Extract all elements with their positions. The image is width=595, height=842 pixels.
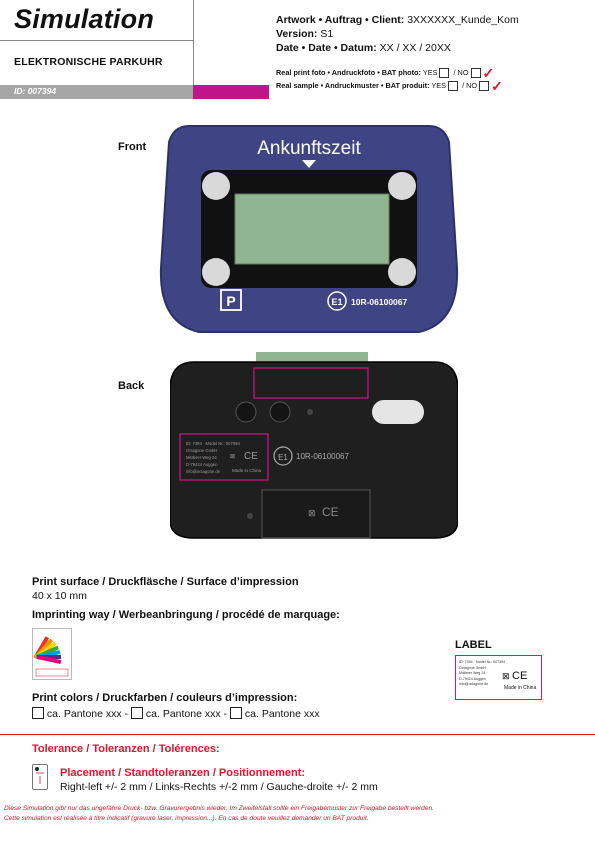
pantone-list: ca. Pantone xxx - ca. Pantone xxx - ca. … bbox=[32, 707, 320, 720]
artwork-row: Artwork • Auftrag • Client: 3XXXXXX_Kund… bbox=[276, 14, 519, 26]
print-surface-heading: Print surface / Druckfläsche / Surface d… bbox=[32, 576, 299, 588]
back-label-line: Octagone GmbH bbox=[186, 448, 217, 453]
sample-yes-checkbox[interactable] bbox=[448, 81, 459, 92]
front-device-image: Ankunftszeit P E1 10R-06100067 bbox=[159, 125, 459, 333]
label-made-in: Made in China bbox=[504, 685, 537, 691]
arrow-down-icon bbox=[302, 160, 316, 168]
date-value: XX / XX / 20XX bbox=[379, 42, 451, 54]
label-line: info@octagone.de bbox=[459, 682, 489, 686]
back-label-line: D-79424 Auggen bbox=[186, 462, 218, 467]
placement-value: Right-left +/- 2 mm / Links-Rechts +/-2 … bbox=[60, 781, 378, 793]
e1-mark-icon bbox=[273, 446, 293, 466]
photo-no-checkbox[interactable] bbox=[470, 68, 481, 79]
weee-bin-icon: ⊠ bbox=[308, 508, 316, 518]
sample-row: Real sample • Andruckmuster • BAT produi… bbox=[276, 78, 503, 95]
label-preview: ID: 7394 · Model Nr.: 007394 Octagone Gm… bbox=[455, 655, 542, 700]
approval-code: 10R-06100067 bbox=[351, 297, 408, 307]
date-row: Date • Date • Datum: XX / XX / 20XX bbox=[276, 42, 451, 54]
tolerance-heading: Tolerance / Toleranzen / Tolérences: bbox=[32, 743, 220, 755]
disclaimer-german: Diese Simulation gibt nur das ungefähre … bbox=[4, 805, 435, 812]
print-colors-heading: Print colors / Druckfarben / couleurs d’… bbox=[32, 692, 298, 704]
pantone-item: ca. Pantone xxx bbox=[46, 708, 122, 720]
back-approval-code: 10R-06100067 bbox=[296, 452, 349, 461]
lcd-screen bbox=[234, 193, 390, 265]
label-line: Mittlerer Weg 24 bbox=[459, 671, 486, 675]
back-label-line: Mittlerer Weg 24 bbox=[186, 455, 217, 460]
id-bar bbox=[0, 85, 193, 99]
back-ce-mark: CE bbox=[244, 451, 258, 462]
label-line: ID: 7394 · Model Nr.: 007394 bbox=[459, 660, 506, 664]
header-divider bbox=[0, 40, 193, 41]
date-label: Date • Date • Datum: bbox=[276, 42, 377, 54]
imprinting-heading: Imprinting way / Werbeanbringung / procé… bbox=[32, 609, 340, 621]
sample-label: Real sample • Andruckmuster • BAT produi… bbox=[276, 81, 430, 90]
pantone-checkbox[interactable] bbox=[130, 707, 143, 719]
front-title: Ankunftszeit bbox=[257, 138, 361, 159]
back-label: Back bbox=[118, 380, 145, 392]
artwork-value: 3XXXXXX_Kunde_Kom bbox=[407, 14, 519, 26]
version-row: Version: S1 bbox=[276, 28, 333, 40]
product-id: ID: 007394 bbox=[14, 86, 57, 96]
tolerance-divider bbox=[0, 734, 595, 735]
artwork-label: Artwork • Auftrag • Client: bbox=[276, 14, 405, 26]
label-ce-mark: CE bbox=[512, 670, 528, 682]
parking-icon bbox=[220, 289, 242, 311]
back-approval-mark: E1 bbox=[278, 453, 288, 462]
label-heading: LABEL bbox=[455, 639, 492, 651]
door-ce-mark: CE bbox=[322, 505, 339, 519]
pantone-checkbox[interactable] bbox=[229, 707, 242, 719]
pantone-checkbox[interactable] bbox=[32, 707, 44, 719]
photo-row: Real print foto • Andruckfoto • BAT phot… bbox=[276, 65, 495, 82]
check-icon: ✓ bbox=[482, 65, 495, 82]
back-label-line: ID: 7394 · Model Nr.: 007394 bbox=[186, 441, 240, 446]
placement-icon bbox=[32, 764, 48, 790]
label-line: Octagone GmbH bbox=[459, 665, 486, 670]
weee-bin-icon: ⊠ bbox=[502, 671, 510, 681]
photo-label: Real print foto • Andruckfoto • BAT phot… bbox=[276, 68, 421, 77]
parking-letter: P bbox=[226, 293, 235, 309]
back-label-line: info@octagone.de bbox=[186, 469, 221, 474]
pantone-item: ca. Pantone xxx bbox=[145, 708, 221, 720]
sample-no-checkbox[interactable] bbox=[479, 81, 490, 92]
check-icon: ✓ bbox=[491, 78, 503, 95]
version-value: S1 bbox=[320, 28, 334, 40]
product-name: ELEKTRONISCHE PARKUHR bbox=[14, 56, 163, 68]
disclaimer-french: Cette simulation est réalisée à titre in… bbox=[4, 815, 369, 822]
e1-mark-icon bbox=[327, 291, 347, 311]
back-device-image: ID: 7394 · Model Nr.: 007394 Octagone Gm… bbox=[170, 352, 458, 539]
approval-mark: E1 bbox=[331, 297, 342, 307]
label-text: ID: 7394 · Model Nr.: 007394 Octagone Gm… bbox=[459, 660, 505, 688]
back-label-outline bbox=[179, 433, 269, 481]
id-bar-accent bbox=[193, 85, 269, 99]
color-fan-icon bbox=[32, 628, 72, 680]
photo-no: / NO bbox=[453, 68, 469, 77]
back-button bbox=[372, 400, 424, 424]
photo-yes-checkbox[interactable] bbox=[439, 68, 450, 79]
version-label: Version: bbox=[276, 28, 318, 40]
pantone-item: ca. Pantone xxx bbox=[244, 708, 320, 720]
simulation-title: Simulation bbox=[14, 4, 155, 34]
sample-yes: YES bbox=[431, 81, 447, 90]
header-vertical-divider bbox=[193, 0, 194, 99]
back-made-in: Made in China bbox=[232, 468, 262, 473]
sample-no: / NO bbox=[462, 81, 478, 90]
print-surface-value: 40 x 10 mm bbox=[32, 590, 87, 602]
front-label: Front bbox=[118, 141, 147, 153]
print-area-outline bbox=[253, 367, 369, 399]
label-line: D-79424 Auggen bbox=[459, 676, 486, 681]
weee-bin-icon: ⊠ bbox=[230, 454, 235, 460]
placement-heading: Placement / Standtoleranzen / Positionne… bbox=[60, 767, 306, 779]
photo-yes: YES bbox=[422, 68, 438, 77]
